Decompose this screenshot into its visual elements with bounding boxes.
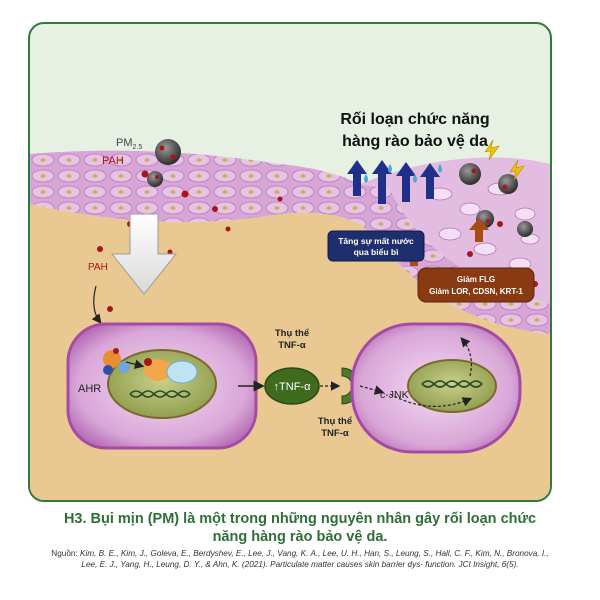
figure-source: Nguồn: Kim, B. E., Kim, J., Goleva, E., … xyxy=(50,548,550,570)
cjnk-label: c-JNK xyxy=(380,389,409,401)
epidermis-layer xyxy=(30,150,550,334)
flg-box xyxy=(417,267,535,303)
right-cell xyxy=(350,322,522,454)
water-loss-line2: qua biểu bì xyxy=(354,247,399,257)
diagram-title-line1: Rối loạn chức năng xyxy=(340,111,489,128)
dna-icon xyxy=(129,390,191,398)
figure-frame: Rối loạn chức năng hàng rào bảo vệ da PM… xyxy=(28,22,552,502)
caption-line2: năng hàng rào bảo vệ da. xyxy=(212,529,388,545)
penetration-arrow xyxy=(110,213,178,295)
source-label: Nguồn: xyxy=(51,549,78,558)
water-loss-box xyxy=(327,230,425,262)
cjnk-arrow xyxy=(389,393,473,407)
pm-particle xyxy=(517,221,533,237)
pah-label-mid: PAH xyxy=(88,262,108,273)
pm-particle xyxy=(498,174,518,194)
flg-line1: Giảm FLG xyxy=(457,275,495,284)
pah-label-top: PAH xyxy=(102,155,124,167)
dna-icon xyxy=(421,380,483,388)
pm-label: PM2.5 xyxy=(116,137,142,151)
nucleus-to-flg-arrow xyxy=(460,337,472,377)
pah-entry-arrow xyxy=(91,285,102,324)
pm-particle xyxy=(147,171,163,187)
tnf-alpha-label: ↑TNF-α xyxy=(274,381,312,393)
caption-line1: H3. Bụi mịn (PM) là một trong những nguy… xyxy=(63,511,537,527)
receptor-upper-line1: Thụ thể xyxy=(275,328,310,339)
flg-line2: Giảm LOR, CDSN, KRT-1 xyxy=(429,287,523,296)
lightning-icons xyxy=(484,139,525,181)
diagram-title-line2: hàng rào bảo vệ da xyxy=(342,133,488,150)
pm-particle xyxy=(459,163,481,185)
receptor-upper-line2: TNF-α xyxy=(278,340,306,351)
source-text: Kim, B. E., Kim, J., Goleva, E., Berdysh… xyxy=(79,549,549,569)
receptor-lower-line1: Thụ thể xyxy=(318,416,353,427)
water-loss-line1: Tăng sự mất nước xyxy=(338,236,414,246)
tnf-alpha-node xyxy=(264,367,320,405)
skin-barrier-diagram: Rối loạn chức năng hàng rào bảo vệ da PM… xyxy=(30,111,550,500)
receptor-lower-line2: TNF-α xyxy=(321,428,349,439)
pm-label-sub: 2.5 xyxy=(133,144,143,151)
pm-label-main: PM xyxy=(116,137,133,149)
receptor-to-jnk-arrow xyxy=(359,385,385,395)
pm-particle xyxy=(155,139,181,165)
ahr-label: AHR xyxy=(78,383,101,395)
left-cell xyxy=(66,322,258,450)
water-loss-arrows xyxy=(347,160,442,204)
figure-caption: H3. Bụi mịn (PM) là một trong những nguy… xyxy=(40,510,560,546)
